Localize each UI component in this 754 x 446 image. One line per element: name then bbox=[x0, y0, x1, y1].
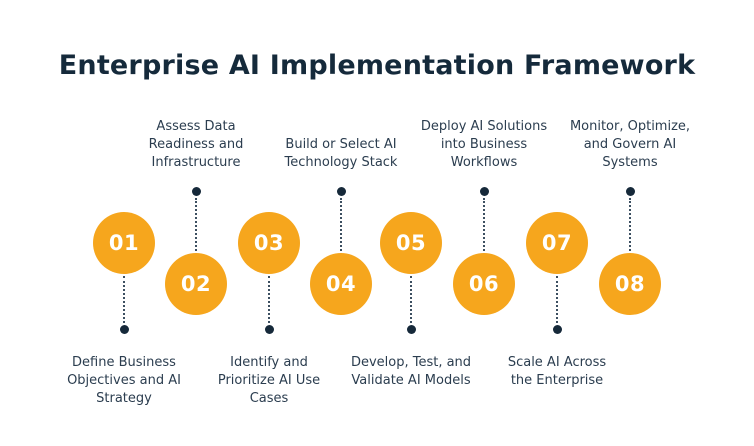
step-label: Build or Select AI Technology Stack bbox=[284, 137, 398, 170]
step-number: 07 bbox=[541, 231, 573, 255]
connector-line bbox=[483, 198, 485, 251]
step-08: Monitor, Optimize, and Govern AI Systems… bbox=[555, 0, 705, 446]
step-label: Assess Data Readiness and Infrastructure bbox=[148, 119, 244, 170]
step-03-circle: 03 bbox=[238, 212, 300, 274]
connector-dot bbox=[336, 187, 346, 196]
step-07-circle: 07 bbox=[526, 212, 588, 274]
connector-dot bbox=[191, 187, 201, 196]
step-label: Monitor, Optimize, and Govern AI Systems bbox=[569, 119, 691, 170]
step-number: 04 bbox=[325, 272, 357, 296]
step-label: Deploy AI Solutions into Business Workfl… bbox=[420, 119, 548, 170]
connector-line bbox=[123, 276, 125, 323]
step-number: 02 bbox=[180, 272, 212, 296]
connector-line bbox=[410, 276, 412, 323]
step-02: Assess Data Readiness and Infrastructure… bbox=[121, 0, 271, 446]
step-08-circle: 08 bbox=[599, 253, 661, 315]
step-01: 01 Define Business Objectives and AI Str… bbox=[49, 0, 199, 446]
connector-line bbox=[629, 198, 631, 251]
step-06-circle: 06 bbox=[453, 253, 515, 315]
connector-line bbox=[268, 276, 270, 323]
connector-dot bbox=[406, 325, 416, 334]
step-label: Identify and Prioritize AI Use Cases bbox=[217, 355, 321, 406]
step-06: Deploy AI Solutions into Business Workfl… bbox=[409, 0, 559, 446]
connector-dot bbox=[552, 325, 562, 334]
connector-line bbox=[195, 198, 197, 251]
step-number: 06 bbox=[468, 272, 500, 296]
connector-dot bbox=[479, 187, 489, 196]
step-number: 08 bbox=[614, 272, 646, 296]
connector-dot bbox=[625, 187, 635, 196]
step-number: 01 bbox=[108, 231, 140, 255]
connector-line bbox=[556, 276, 558, 323]
step-label: Define Business Objectives and AI Strate… bbox=[67, 355, 181, 406]
connector-dot bbox=[119, 325, 129, 334]
step-02-circle: 02 bbox=[165, 253, 227, 315]
step-04-circle: 04 bbox=[310, 253, 372, 315]
connector-dot bbox=[264, 325, 274, 334]
step-number: 03 bbox=[253, 231, 285, 255]
connector-line bbox=[340, 198, 342, 251]
step-07: 07 Scale AI Across the Enterprise bbox=[482, 0, 632, 446]
page-title: Enterprise AI Implementation Framework bbox=[58, 50, 696, 81]
step-label: Scale AI Across the Enterprise bbox=[507, 355, 607, 388]
step-03: 03 Identify and Prioritize AI Use Cases bbox=[194, 0, 344, 446]
step-number: 05 bbox=[395, 231, 427, 255]
step-05-circle: 05 bbox=[380, 212, 442, 274]
step-label: Develop, Test, and Validate AI Models bbox=[350, 355, 472, 388]
step-05: 05 Develop, Test, and Validate AI Models bbox=[336, 0, 486, 446]
step-01-circle: 01 bbox=[93, 212, 155, 274]
step-04: Build or Select AI Technology Stack 04 bbox=[266, 0, 416, 446]
